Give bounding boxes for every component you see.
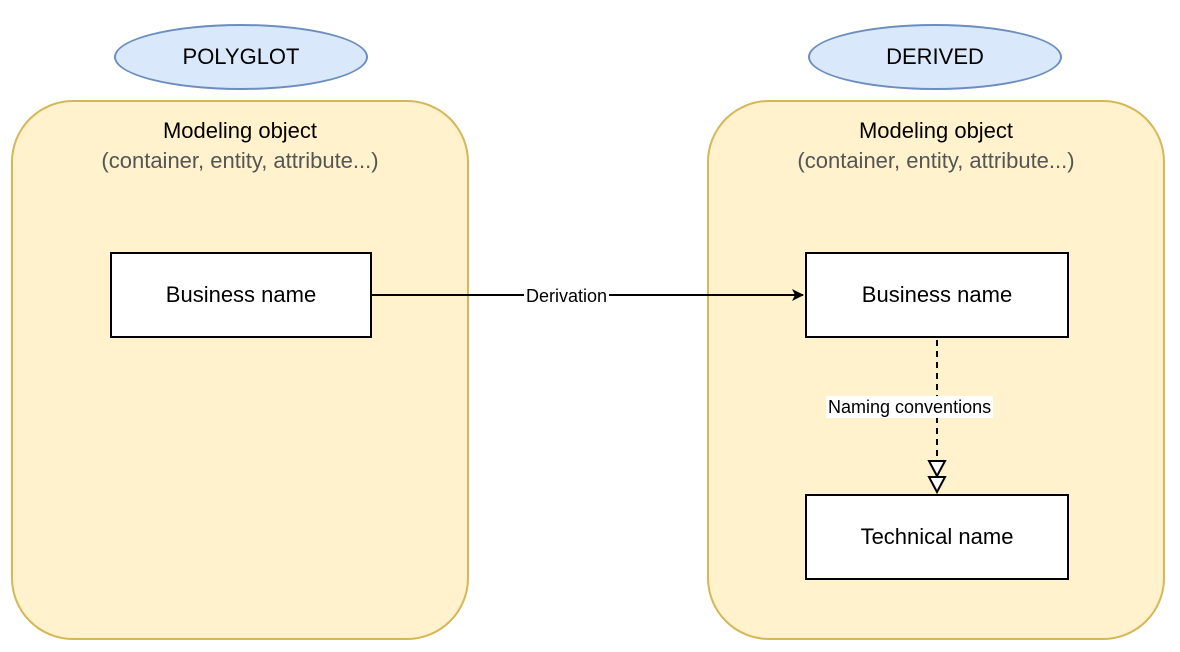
technical-name-box: Technical name <box>805 494 1069 580</box>
polyglot-tag-label: POLYGLOT <box>182 44 300 69</box>
derivation-label: Derivation <box>524 285 610 307</box>
naming-arrowhead-lower <box>927 476 947 495</box>
naming-arrowhead-upper <box>927 460 947 479</box>
polyglot-container <box>11 100 469 640</box>
derived-subtitle-text: (container, entity, attribute...) <box>797 148 1075 173</box>
polyglot-business-name-box: Business name <box>110 252 372 338</box>
naming-conventions-label: Naming conventions <box>826 396 994 418</box>
derived-tag: DERIVED <box>808 24 1062 90</box>
polyglot-business-name-label: Business name <box>165 282 317 307</box>
derived-panel-title: Modeling object (container, entity, attr… <box>707 116 1165 176</box>
polyglot-panel-title: Modeling object (container, entity, attr… <box>11 116 469 176</box>
derived-title-text: Modeling object <box>858 118 1014 143</box>
polyglot-subtitle-text: (container, entity, attribute...) <box>101 148 379 173</box>
derived-business-name-box: Business name <box>805 252 1069 338</box>
derived-business-name-label: Business name <box>861 282 1013 307</box>
derived-tag-label: DERIVED <box>886 44 984 69</box>
polyglot-tag: POLYGLOT <box>114 24 368 90</box>
technical-name-label: Technical name <box>860 524 1014 549</box>
polyglot-title-text: Modeling object <box>162 118 318 143</box>
